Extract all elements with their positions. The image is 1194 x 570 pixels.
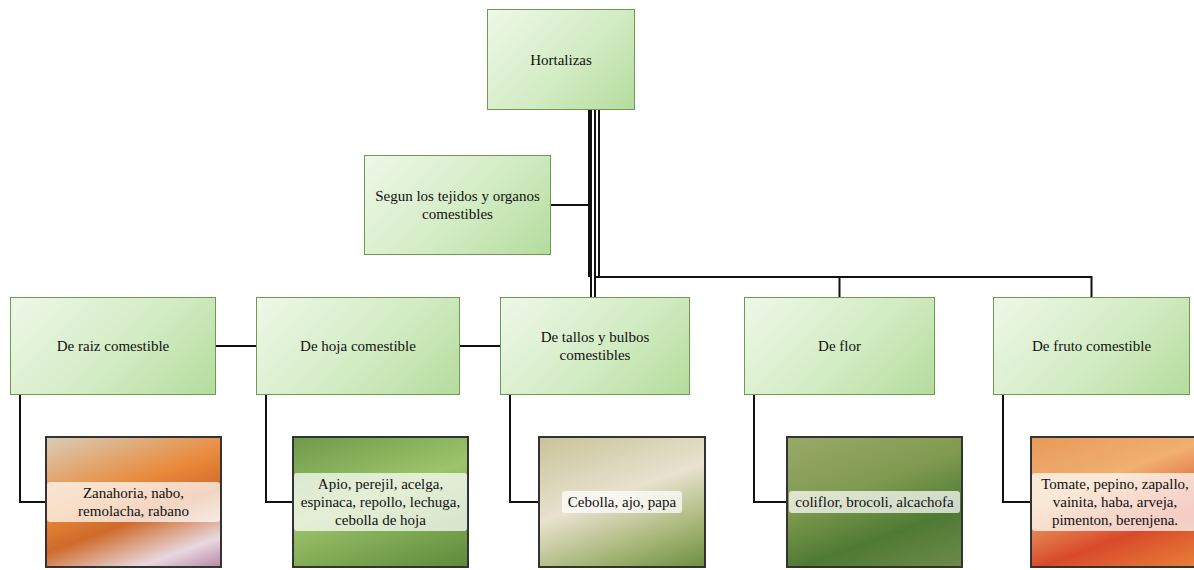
- text-group: coliflor, brocoli, alcachofa: [789, 491, 960, 513]
- connector-line: [510, 395, 538, 502]
- text-group: Apio, perejil, acelga, espinaca, repollo…: [294, 473, 467, 531]
- box-label: Segun los tejidos y organos comestibles: [365, 185, 550, 225]
- box-label: De tallos y bulbos comestibles: [501, 326, 689, 366]
- example-photo-box: Cebolla, ajo, papa: [538, 436, 706, 568]
- box-label: De raiz comestible: [51, 335, 175, 357]
- box-label: De hoja comestible: [294, 335, 422, 357]
- text-group: De hoja comestible: [294, 335, 422, 357]
- category-box: De flor: [744, 297, 935, 395]
- connector-line: [20, 395, 45, 502]
- example-list: coliflor, brocoli, alcachofa: [789, 491, 960, 513]
- trunk-line: [588, 110, 590, 277]
- example-list: Tomate, pepino, zapallo, vainita, haba, …: [1032, 473, 1194, 531]
- text-group: Cebolla, ajo, papa: [562, 491, 682, 513]
- text-group: Zanahoria, nabo, remolacha, rabano: [47, 482, 220, 522]
- example-list: Apio, perejil, acelga, espinaca, repollo…: [294, 473, 467, 531]
- category-box: De fruto comestible: [993, 297, 1190, 395]
- text-group: De raiz comestible: [51, 335, 175, 357]
- criterion-box: Segun los tejidos y organos comestibles: [364, 155, 551, 255]
- box-label: De flor: [812, 335, 867, 357]
- root-box: Hortalizas: [487, 9, 635, 110]
- connector-line: [266, 395, 292, 502]
- text-group: Tomate, pepino, zapallo, vainita, haba, …: [1032, 473, 1194, 531]
- category-box: De raiz comestible: [10, 297, 216, 395]
- example-photo-box: Apio, perejil, acelga, espinaca, repollo…: [292, 436, 469, 568]
- example-list: Cebolla, ajo, papa: [562, 491, 682, 513]
- box-label: Hortalizas: [524, 49, 598, 71]
- connector-line: [1003, 395, 1030, 502]
- category-box: De hoja comestible: [256, 297, 460, 395]
- connector-line: [599, 110, 840, 297]
- text-group: De tallos y bulbos comestibles: [501, 326, 689, 366]
- example-photo-box: Tomate, pepino, zapallo, vainita, haba, …: [1030, 436, 1194, 568]
- connector-line: [754, 395, 786, 502]
- category-box: De tallos y bulbos comestibles: [500, 297, 690, 395]
- text-group: De fruto comestible: [1026, 335, 1157, 357]
- example-photo-box: Zanahoria, nabo, remolacha, rabano: [45, 436, 222, 568]
- connector-line: [551, 110, 591, 205]
- connector-line: [599, 110, 1092, 297]
- example-photo-box: coliflor, brocoli, alcachofa: [786, 436, 963, 568]
- example-list: Zanahoria, nabo, remolacha, rabano: [47, 482, 220, 522]
- box-label: De fruto comestible: [1026, 335, 1157, 357]
- text-group: Segun los tejidos y organos comestibles: [365, 185, 550, 225]
- text-group: Hortalizas: [524, 49, 598, 71]
- trunk-line: [594, 110, 596, 277]
- text-group: De flor: [812, 335, 867, 357]
